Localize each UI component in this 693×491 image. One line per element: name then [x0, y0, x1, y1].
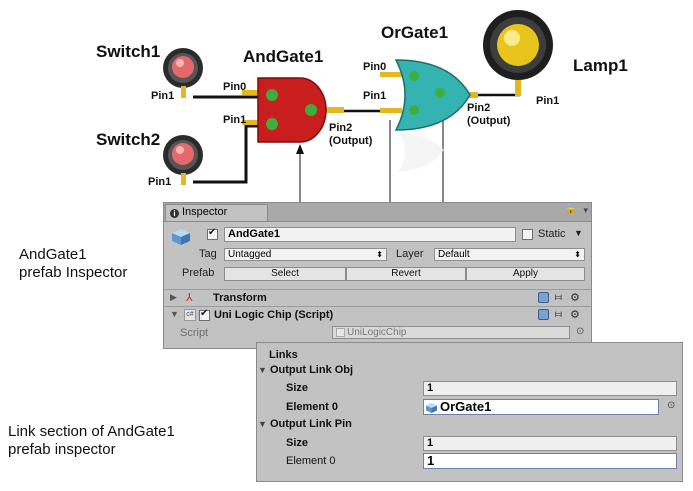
pin-size-label: Size [286, 437, 309, 449]
link-caption: Link section of AndGate1 prefab inspecto… [8, 423, 175, 459]
object-name-field[interactable]: AndGate1 [224, 227, 516, 242]
script-reference-field: UniLogicChip [332, 326, 570, 339]
preset-sliders-icon[interactable]: ⧦ [555, 291, 562, 303]
lock-icon[interactable]: 🔒 [564, 204, 577, 215]
obj-element0-label: Element 0 [286, 401, 338, 413]
orgate-pin1-label: Pin1 [363, 90, 387, 102]
switch1-title: Switch1 [96, 42, 161, 61]
output-link-obj-foldout-icon: ▼ [258, 365, 267, 375]
static-dropdown-arrow-icon[interactable]: ▼ [574, 228, 583, 238]
script-preset-sliders-icon[interactable]: ⧦ [555, 308, 562, 320]
output-link-pin-foldout-icon: ▼ [258, 419, 267, 429]
layer-dropdown[interactable]: Default ⬍ [434, 248, 585, 261]
pin-size-field[interactable]: 1 [423, 436, 677, 451]
script-file-icon [336, 328, 345, 337]
prefab-select-button[interactable]: Select [224, 267, 346, 281]
inspector-tab-label: Inspector [182, 206, 228, 218]
wire-switch2-to-and [193, 124, 258, 184]
lamp-pin-label: Pin1 [536, 95, 560, 107]
inspector-caption-line1: AndGate1 [19, 246, 87, 263]
switch2-button [163, 135, 203, 185]
output-link-pin-foldout[interactable]: ▼ Output Link Pin [258, 418, 352, 430]
pin-element0-label: Element 0 [286, 455, 336, 467]
help-book-icon[interactable] [538, 292, 549, 303]
script-label: Script [180, 327, 209, 339]
prefab-apply-button[interactable]: Apply [466, 267, 585, 281]
script-component-row[interactable]: ▼ c# Uni Logic Chip (Script) ⧦ ⚙ [164, 306, 591, 323]
script-enabled-checkbox[interactable] [199, 308, 210, 321]
orgate-pin2-note: (Output) [467, 115, 511, 127]
output-link-pin-label: Output Link Pin [269, 418, 352, 430]
transform-label: Transform [213, 292, 267, 304]
layer-dropdown-icon: ⬍ [574, 250, 581, 259]
script-help-book-icon[interactable] [538, 309, 549, 320]
obj-element0-value: OrGate1 [440, 399, 492, 414]
inspector-caption-line2: prefab Inspector [19, 264, 128, 281]
and-gate-shape [242, 77, 344, 143]
prefab-label: Prefab [182, 267, 215, 279]
switch1-button [163, 48, 203, 98]
script-gear-icon[interactable]: ⚙ [570, 309, 580, 321]
active-checkbox[interactable] [207, 227, 218, 240]
script-component-label: Uni Logic Chip (Script) [214, 309, 334, 321]
link-caption-line1: Link section of AndGate1 [8, 423, 175, 440]
switch1-pin-label: Pin1 [151, 90, 175, 102]
switch2-pin-label: Pin1 [148, 176, 172, 188]
element-cube-icon [426, 402, 437, 413]
or-gate-shape [380, 59, 478, 172]
andgate-pin2-note: (Output) [329, 135, 373, 147]
transform-foldout-icon[interactable]: ▶ [170, 292, 177, 302]
csharp-script-icon: c# [184, 309, 196, 321]
layer-label: Layer [396, 248, 424, 260]
orgate-pin0-label: Pin0 [363, 61, 387, 73]
obj-size-label: Size [286, 382, 309, 394]
orgate-pin2-label: Pin2 [467, 102, 491, 114]
info-icon: i [170, 209, 179, 218]
prefab-cube-icon [171, 228, 191, 246]
orgate-title: OrGate1 [381, 23, 449, 42]
layer-value: Default [438, 249, 470, 260]
tag-value: Untagged [228, 249, 272, 260]
script-foldout-icon[interactable]: ▼ [170, 309, 179, 319]
andgate-pin0-label: Pin0 [223, 81, 247, 93]
tag-dropdown[interactable]: Untagged ⬍ [224, 248, 387, 261]
transform-axes-icon: ⅄ [186, 292, 193, 304]
script-value: UniLogicChip [347, 327, 407, 338]
panel-menu-icon[interactable]: ▾ [583, 205, 588, 215]
script-picker-icon[interactable]: ⊙ [576, 326, 585, 337]
andgate-pin1-label: Pin1 [223, 114, 247, 126]
prefab-revert-button[interactable]: Revert [346, 267, 466, 281]
obj-size-field[interactable]: 1 [423, 381, 677, 396]
object-picker-icon[interactable]: ⊙ [667, 400, 676, 411]
pin-element0-field[interactable]: 1 [423, 453, 677, 469]
links-panel: Links ▼ Output Link Obj Size 1 Element 0… [256, 342, 683, 482]
static-checkbox[interactable] [522, 229, 533, 240]
transform-gear-icon[interactable]: ⚙ [570, 292, 580, 304]
links-header: Links [269, 349, 298, 361]
switch2-title: Switch2 [96, 130, 161, 149]
andgate-title: AndGate1 [243, 47, 324, 66]
tag-label: Tag [199, 248, 217, 260]
tag-dropdown-icon: ⬍ [376, 250, 383, 259]
lamp-title: Lamp1 [573, 56, 628, 75]
link-caption-line2: prefab inspector [8, 441, 116, 458]
transform-component-row[interactable]: ▶ ⅄ Transform ⧦ ⚙ [164, 289, 591, 306]
static-label: Static [538, 228, 566, 240]
lamp-shape [483, 10, 553, 96]
inspector-caption: AndGate1 prefab Inspector [19, 246, 127, 282]
obj-element0-field[interactable]: OrGate1 [423, 399, 659, 415]
output-link-obj-foldout[interactable]: ▼ Output Link Obj [258, 364, 353, 376]
output-link-obj-label: Output Link Obj [269, 364, 354, 376]
andgate-pin2-label: Pin2 [329, 122, 353, 134]
